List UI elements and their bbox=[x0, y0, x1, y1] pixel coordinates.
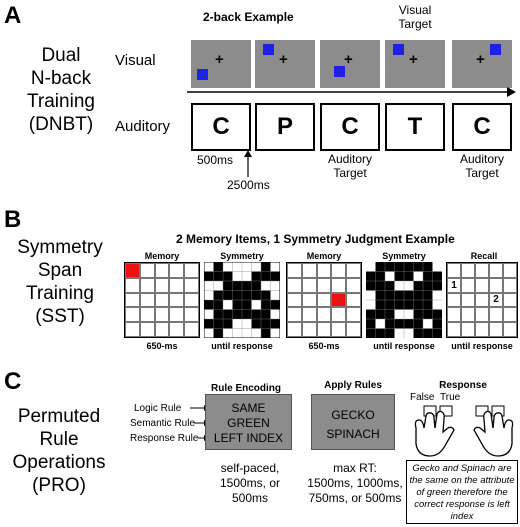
caption-line: 1500ms, 1000ms, bbox=[307, 476, 403, 490]
auditory-target-label: Auditory Target bbox=[318, 152, 382, 180]
duration-label: 500ms bbox=[197, 153, 234, 167]
side-line: Span bbox=[37, 260, 83, 281]
memory-grid bbox=[124, 262, 200, 338]
true-label: True bbox=[440, 392, 461, 403]
visual-stimulus: + bbox=[255, 40, 315, 88]
side-line: (SST) bbox=[35, 306, 85, 327]
caption-line: max RT: bbox=[333, 461, 377, 475]
symmetry-grid bbox=[366, 262, 442, 338]
panel-a-side-label: Dual N-back Training (DNBT) bbox=[6, 44, 116, 136]
panel-b-side-label: Symmetry Span Training (SST) bbox=[4, 236, 116, 328]
recall-number: 2 bbox=[489, 292, 503, 308]
visual-target-line: Visual bbox=[398, 3, 432, 17]
timeline-arrow-icon bbox=[187, 87, 516, 97]
auditory-stimulus: T bbox=[385, 103, 445, 151]
panel-a-example-title: 2-back Example bbox=[203, 10, 294, 24]
panel-b-example-title: 2 Memory Items, 1 Symmetry Judgment Exam… bbox=[176, 232, 455, 246]
side-line: Training bbox=[27, 91, 95, 112]
memory-grid bbox=[286, 262, 362, 338]
frame-title: Memory bbox=[144, 251, 180, 261]
frame-caption: until response bbox=[211, 341, 273, 351]
rule-label: Logic Rule bbox=[134, 403, 182, 414]
side-line: Dual bbox=[41, 45, 81, 66]
side-line: N-back bbox=[30, 68, 92, 89]
response-title: Response bbox=[439, 380, 487, 391]
auditory-target-line: Auditory bbox=[459, 152, 505, 166]
side-line: Training bbox=[26, 283, 94, 304]
apply-rules-box: GECKO SPINACH bbox=[311, 394, 395, 450]
caption-line: 1500ms, or bbox=[219, 476, 281, 490]
auditory-target-line: Target bbox=[465, 166, 499, 180]
symmetry-grid bbox=[204, 262, 280, 338]
fixation-cross-icon: + bbox=[409, 51, 418, 68]
fixation-cross-icon: + bbox=[476, 51, 485, 68]
blue-square bbox=[490, 44, 501, 55]
auditory-target-line: Target bbox=[333, 166, 367, 180]
panel-b-letter: B bbox=[4, 206, 22, 233]
frame-caption: 650-ms bbox=[146, 341, 178, 351]
visual-stimulus: + bbox=[385, 40, 445, 88]
frame-caption: until response bbox=[373, 341, 435, 351]
recall-number: 1 bbox=[447, 277, 461, 293]
side-line: Operations bbox=[12, 452, 106, 473]
visual-target-line: Target bbox=[398, 17, 432, 31]
auditory-target-label: Auditory Target bbox=[450, 152, 514, 180]
caption-line: self-paced, bbox=[220, 461, 280, 475]
rule-line: SAME bbox=[231, 401, 266, 415]
auditory-stimulus: C bbox=[320, 103, 380, 151]
visual-stimulus: + bbox=[452, 40, 512, 88]
auditory-stimulus: P bbox=[255, 103, 315, 151]
memory-cell-highlight bbox=[125, 263, 140, 278]
visual-stimulus: + bbox=[191, 40, 251, 88]
side-line: Symmetry bbox=[17, 237, 103, 258]
auditory-stimulus: C bbox=[452, 103, 512, 151]
panel-c-side-label: Permuted Rule Operations (PRO) bbox=[2, 405, 116, 497]
fixation-cross-icon: + bbox=[279, 51, 288, 68]
auditory-target-line: Auditory bbox=[327, 152, 373, 166]
frame-caption: 650-ms bbox=[308, 341, 340, 351]
frame-title: Memory bbox=[306, 251, 342, 261]
frame-caption: until response bbox=[451, 341, 513, 351]
caption-line: 500ms bbox=[231, 491, 269, 505]
memory-cell-highlight bbox=[331, 292, 347, 308]
rule-label: Response Rule bbox=[130, 433, 199, 444]
blue-square bbox=[393, 44, 404, 55]
fixation-cross-icon: + bbox=[344, 51, 353, 68]
visual-target-label: Visual Target bbox=[380, 3, 450, 31]
item-word: GECKO bbox=[331, 408, 375, 422]
hands-keyboard-icon bbox=[414, 405, 514, 457]
fixation-cross-icon: + bbox=[215, 51, 224, 68]
response-explanation: Gecko and Spinach are the same on the at… bbox=[406, 460, 518, 524]
caption-line: 750ms, or 500ms bbox=[308, 491, 402, 505]
apply-rules-title: Apply Rules bbox=[324, 380, 382, 391]
rule-label: Semantic Rule bbox=[130, 418, 196, 429]
blue-square bbox=[263, 44, 274, 55]
apply-caption: max RT: 1500ms, 1000ms, 750ms, or 500ms bbox=[300, 461, 410, 506]
side-line: Rule bbox=[39, 429, 79, 450]
rule-encoding-title: Rule Encoding bbox=[211, 383, 281, 394]
auditory-row-label: Auditory bbox=[115, 118, 171, 135]
frame-title: Recall bbox=[470, 251, 498, 261]
isi-label: 2500ms bbox=[227, 178, 270, 192]
side-line: (PRO) bbox=[32, 475, 86, 496]
blue-square bbox=[334, 66, 345, 77]
frame-title: Symmetry bbox=[220, 251, 264, 261]
side-line: Permuted bbox=[17, 406, 101, 427]
false-label: False bbox=[410, 392, 435, 403]
visual-stimulus: + bbox=[320, 40, 380, 88]
recall-grid: 1 2 bbox=[446, 262, 518, 338]
panel-a-letter: A bbox=[4, 2, 22, 29]
side-line: (DNBT) bbox=[28, 114, 94, 135]
visual-row-label: Visual bbox=[115, 52, 156, 69]
item-word: SPINACH bbox=[326, 427, 380, 441]
rule-line: LEFT INDEX bbox=[213, 431, 284, 445]
rule-encoding-box: SAME GREEN LEFT INDEX bbox=[205, 394, 292, 450]
rule-caption: self-paced, 1500ms, or 500ms bbox=[204, 461, 296, 506]
blue-square bbox=[197, 69, 208, 80]
isi-arrow-icon bbox=[244, 150, 252, 177]
frame-title: Symmetry bbox=[382, 251, 426, 261]
auditory-stimulus: C bbox=[191, 103, 251, 151]
rule-line: GREEN bbox=[227, 416, 270, 430]
panel-c-letter: C bbox=[4, 368, 22, 395]
